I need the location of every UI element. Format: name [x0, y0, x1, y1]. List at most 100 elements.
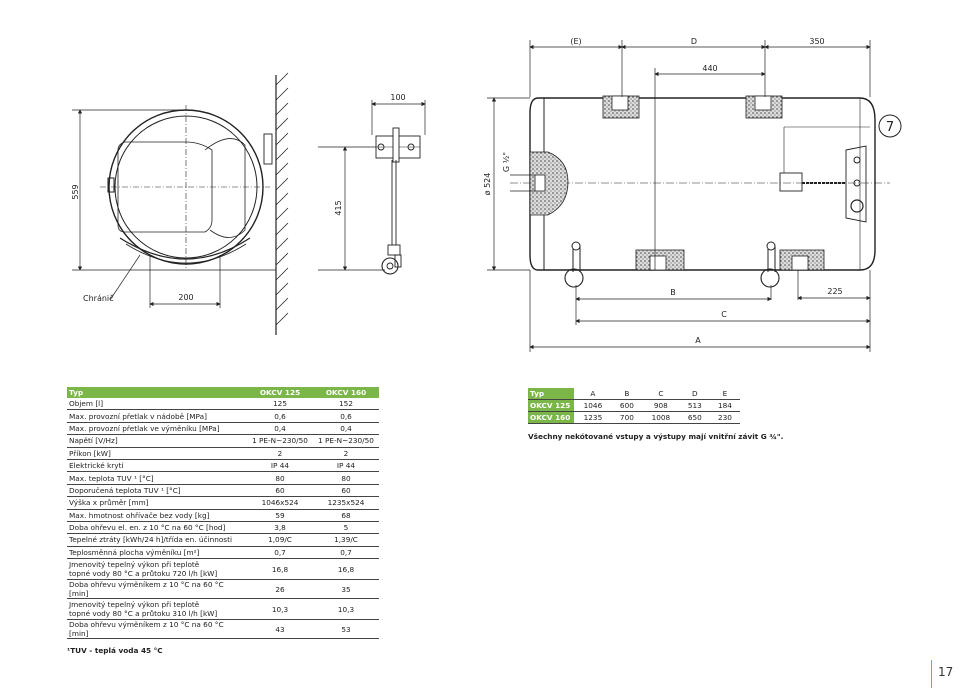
- dims-row-value: 908: [641, 399, 680, 412]
- spec-row-value: 1 PE-N~230/50: [313, 434, 379, 448]
- dim-b-label: B: [670, 288, 676, 297]
- dims-row-value: 650: [679, 411, 710, 424]
- spec-row-value: 0,6: [247, 409, 313, 423]
- spec-row-label: Max. teplota TUV ¹ [°C]: [67, 471, 247, 485]
- spec-row-value: 68: [313, 509, 379, 522]
- spec-row-label-line: Doba ohřevu výměníkem z 10 °C na 60 °C […: [69, 580, 224, 599]
- spec-row-label-line: Napětí [V/Hz]: [69, 436, 118, 446]
- dims-row-value: 600: [611, 399, 642, 412]
- dim-g-label: G ½": [502, 152, 511, 172]
- callout-7-label: 7: [886, 120, 894, 135]
- dim-524-label: ø 524: [483, 173, 492, 196]
- shield-label: Chránič: [83, 293, 114, 303]
- spec-row-label-line: Výška x průměr [mm]: [69, 498, 149, 508]
- dim-a-label: A: [695, 336, 701, 345]
- spec-row-label: Teplosměnná plocha výměníku [m²]: [67, 546, 247, 560]
- spec-row-label-line: Doba ohřevu el. en. z 10 °C na 60 °C [ho…: [69, 523, 226, 533]
- dims-row-value: 230: [709, 411, 740, 424]
- page-number: 17: [938, 665, 954, 679]
- spec-row: Doba ohřevu výměníkem z 10 °C na 60 °C […: [67, 579, 379, 600]
- spec-row-value: 10,3: [247, 598, 313, 621]
- spec-row-value: 1,09/C: [247, 533, 313, 547]
- spec-row-label: Doba ohřevu výměníkem z 10 °C na 60 °C […: [67, 619, 247, 640]
- spec-row-label: Doba ohřevu výměníkem z 10 °C na 60 °C […: [67, 579, 247, 600]
- dims-header-cell: D: [679, 388, 710, 400]
- spec-row-value: 35: [313, 579, 379, 600]
- dim-c-label: C: [721, 310, 727, 319]
- spec-row-label-line: Max. provozní přetlak v nádobě [MPa]: [69, 411, 207, 421]
- spec-row-label-line: Doporučená teplota TUV ¹ [°C]: [69, 485, 181, 495]
- dims-row-value: 1008: [641, 411, 680, 424]
- spec-row-label-line: Příkon [kW]: [69, 448, 111, 458]
- dim-d-label: D: [691, 37, 697, 46]
- spec-row-value: 0,4: [313, 422, 379, 436]
- spec-row-value: 1 PE-N~230/50: [247, 434, 313, 448]
- spec-row-label-line: Max. provozní přetlak ve výměníku [MPa]: [69, 423, 220, 433]
- spec-row: Tepelné ztráty [kWh/24 h]/třída en. účin…: [67, 533, 379, 547]
- spec-row-label: Objem [l]: [67, 398, 247, 411]
- dim-350-label: 350: [809, 37, 824, 46]
- spec-row-label-line: Jmenovitý tepelný výkon při teplotě: [69, 560, 200, 570]
- page-divider: [931, 660, 932, 688]
- spec-row-value: 60: [313, 484, 379, 498]
- spec-row-label: Max. provozní přetlak v nádobě [MPa]: [67, 409, 247, 423]
- spec-row-value: 10,3: [313, 598, 379, 621]
- spec-row-label-line: Doba ohřevu výměníkem z 10 °C na 60 °C […: [69, 620, 224, 639]
- spec-row-value: IP 44: [247, 459, 313, 473]
- dims-header-cell: E: [709, 388, 740, 400]
- spec-row: Doba ohřevu el. en. z 10 °C na 60 °C [ho…: [67, 521, 379, 535]
- spec-row-value: 60: [247, 484, 313, 498]
- dims-row-value: 1046: [574, 399, 612, 412]
- spec-row-value: 0,4: [247, 422, 313, 436]
- spec-row-value: 0,7: [247, 546, 313, 560]
- spec-row-value: 152: [313, 398, 379, 411]
- dim-415-label: 415: [334, 200, 343, 215]
- spec-row-value: 16,8: [313, 558, 379, 581]
- dims-header-cell: C: [641, 388, 680, 400]
- dims-header-cell: B: [611, 388, 642, 400]
- bracket-dimensions: [318, 100, 426, 271]
- spec-row-label-line: Max. teplota TUV ¹ [°C]: [69, 473, 154, 483]
- technical-drawing: 559 200 Chránič 100 415: [71, 37, 902, 352]
- spec-row-label-line: Objem [l]: [69, 399, 104, 409]
- dims-note: Všechny nekótované vstupy a výstupy mají…: [528, 432, 784, 441]
- dims-row-value: 513: [679, 399, 710, 412]
- side-view-dimensions: [72, 109, 276, 308]
- dim-200-label: 200: [178, 293, 193, 302]
- spec-row-value: 5: [313, 521, 379, 535]
- spec-row-label: Max. provozní přetlak ve výměníku [MPa]: [67, 422, 247, 436]
- spec-row-label: Napětí [V/Hz]: [67, 434, 247, 448]
- spec-row-label: Tepelné ztráty [kWh/24 h]/třída en. účin…: [67, 533, 247, 547]
- spec-header-okcv125: OKCV 125: [247, 387, 313, 398]
- spec-row-value: IP 44: [313, 459, 379, 473]
- dim-100-label: 100: [390, 93, 405, 102]
- spec-row-value: 3,8: [247, 521, 313, 535]
- spec-row-label-line: Max. hmotnost ohřívače bez vody [kg]: [69, 510, 210, 520]
- spec-row-label: Doba ohřevu el. en. z 10 °C na 60 °C [ho…: [67, 521, 247, 535]
- spec-row-label-line: Tepelné ztráty [kWh/24 h]/třída en. účin…: [69, 535, 232, 545]
- spec-row-label: Příkon [kW]: [67, 447, 247, 460]
- spec-row-value: 0,6: [313, 409, 379, 423]
- spec-row-label-line: Teplosměnná plocha výměníku [m²]: [69, 547, 200, 557]
- spec-footnote: ¹TUV - teplá voda 45 °C: [67, 646, 163, 655]
- dims-row-type: OKCV 125: [528, 399, 574, 412]
- spec-row-label: Výška x průměr [mm]: [67, 496, 247, 510]
- dims-row-type: OKCV 160: [528, 411, 574, 424]
- spec-header-okcv160: OKCV 160: [313, 387, 379, 398]
